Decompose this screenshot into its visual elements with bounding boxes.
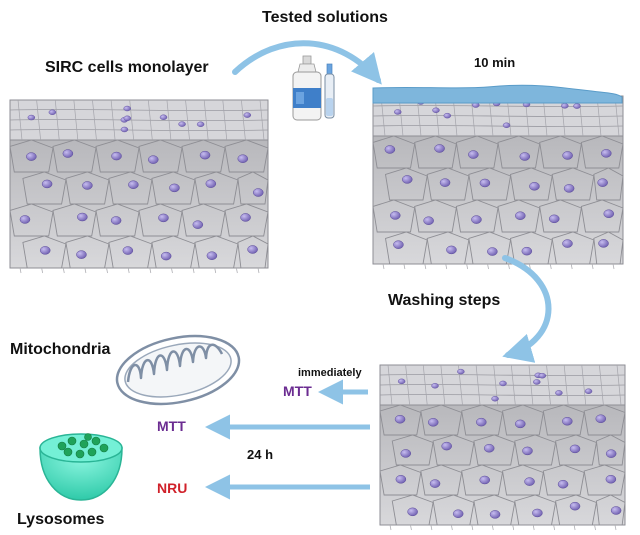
- arrow-add-solution: [232, 40, 382, 85]
- nru-24h-label: NRU: [157, 480, 188, 496]
- cell-monolayer-left: [9, 99, 269, 274]
- cell-monolayer-right-top: [372, 95, 624, 270]
- washing-steps-label: Washing steps: [388, 292, 501, 309]
- bottle-icon: [292, 55, 322, 121]
- arrow-washing: [502, 255, 552, 363]
- lysosomes-label: Lysosomes: [17, 511, 105, 528]
- monolayer-label: SIRC cells monolayer: [45, 59, 209, 76]
- immediately-label: immediately: [298, 367, 362, 379]
- vial-icon: [324, 63, 335, 119]
- solution-layer: [372, 84, 623, 104]
- mtt-24h-label: MTT: [157, 418, 186, 434]
- mitochondrion-icon: [115, 334, 241, 406]
- tested-solutions-label: Tested solutions: [262, 9, 388, 26]
- delay-24h-label: 24 h: [247, 447, 274, 462]
- incubation-time-label: 10 min: [474, 55, 516, 70]
- mitochondria-label: Mitochondria: [10, 341, 111, 358]
- cell-monolayer-bottom: [379, 364, 626, 531]
- lysosome-icon: [39, 433, 123, 501]
- mtt-immediate-label: MTT: [283, 383, 312, 399]
